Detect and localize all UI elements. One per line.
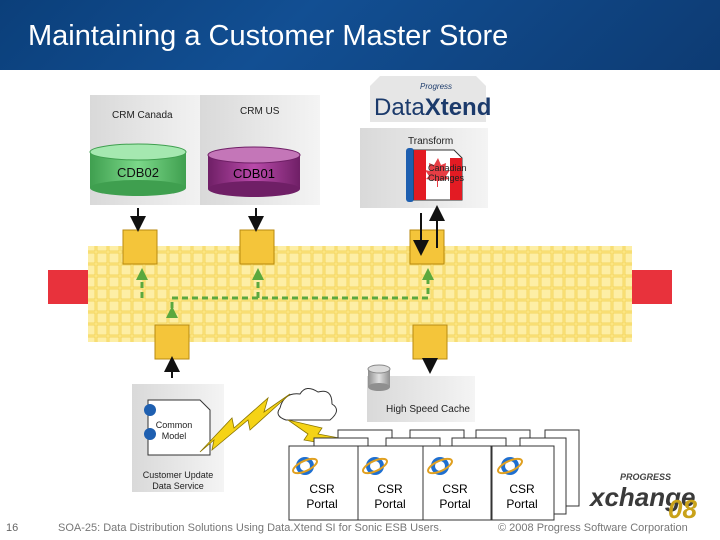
endpoint-update-service xyxy=(154,324,190,360)
bus-left-cap xyxy=(48,270,88,304)
bus-right-cap xyxy=(632,270,672,304)
dataxtend-logo: Progress DataXtend xyxy=(370,76,491,122)
svg-text:Progress: Progress xyxy=(420,82,452,91)
ie-icon xyxy=(362,457,388,475)
common-model-line-2: Model xyxy=(161,431,187,441)
cdb01-label: CDB01 xyxy=(233,166,275,181)
canadian-changes-label: Canadian Changes xyxy=(428,163,467,183)
cdb02-label: CDB02 xyxy=(117,165,159,180)
endpoint-cdb01 xyxy=(239,229,275,265)
svg-text:xchange: xchange xyxy=(588,482,696,512)
slide-number: 16 xyxy=(6,522,19,534)
canadian-flag-icon xyxy=(406,148,463,202)
green-arrow-cdb02 xyxy=(136,268,148,280)
svg-text:08: 08 xyxy=(668,494,697,524)
svg-text:PROGRESS: PROGRESS xyxy=(620,472,671,482)
customer-update-line-1: Customer Update xyxy=(142,470,214,480)
endpoint-dataxtend xyxy=(409,229,445,265)
cloud-icon xyxy=(277,388,337,421)
crm-us-label: CRM US xyxy=(240,106,280,117)
title-bar xyxy=(0,0,720,70)
canadian-changes-line-1: Canadian xyxy=(428,163,467,173)
common-model-label: Common Model xyxy=(152,420,196,442)
cdb02-database xyxy=(89,143,187,196)
ie-icon xyxy=(292,457,318,475)
cdb01-database xyxy=(207,146,301,197)
green-arrow-service xyxy=(166,306,178,318)
lightning-bolt-left xyxy=(199,393,291,453)
endpoint-cdb02 xyxy=(122,229,158,265)
footer-text: SOA-25: Data Distribution Solutions Usin… xyxy=(58,522,442,534)
canadian-changes-line-2: Changes xyxy=(428,173,465,183)
crm-canada-label: CRM Canada xyxy=(112,110,173,121)
page-title: Maintaining a Customer Master Store xyxy=(28,20,509,52)
green-arrow-xtend xyxy=(422,268,434,280)
endpoint-cache xyxy=(412,324,448,360)
svg-text:DataXtend: DataXtend xyxy=(374,94,491,121)
customer-update-label: Customer Update Data Service xyxy=(126,470,230,492)
footer-copyright: © 2008 Progress Software Corporation xyxy=(498,522,688,534)
ie-icon xyxy=(497,457,523,475)
cache-database-icon xyxy=(367,364,391,391)
ie-icon xyxy=(427,457,453,475)
customer-update-line-2: Data Service xyxy=(152,481,204,491)
high-speed-cache-label: High Speed Cache xyxy=(386,404,470,415)
green-arrow-cdb01 xyxy=(252,268,264,280)
common-model-line-1: Common xyxy=(155,420,193,430)
csr-portal-stack-4 xyxy=(491,429,580,521)
common-model-document-icon xyxy=(144,399,211,456)
transform-label: Transform xyxy=(408,136,454,147)
exchange-08-logo: PROGRESS xchange 08 xyxy=(588,472,697,524)
